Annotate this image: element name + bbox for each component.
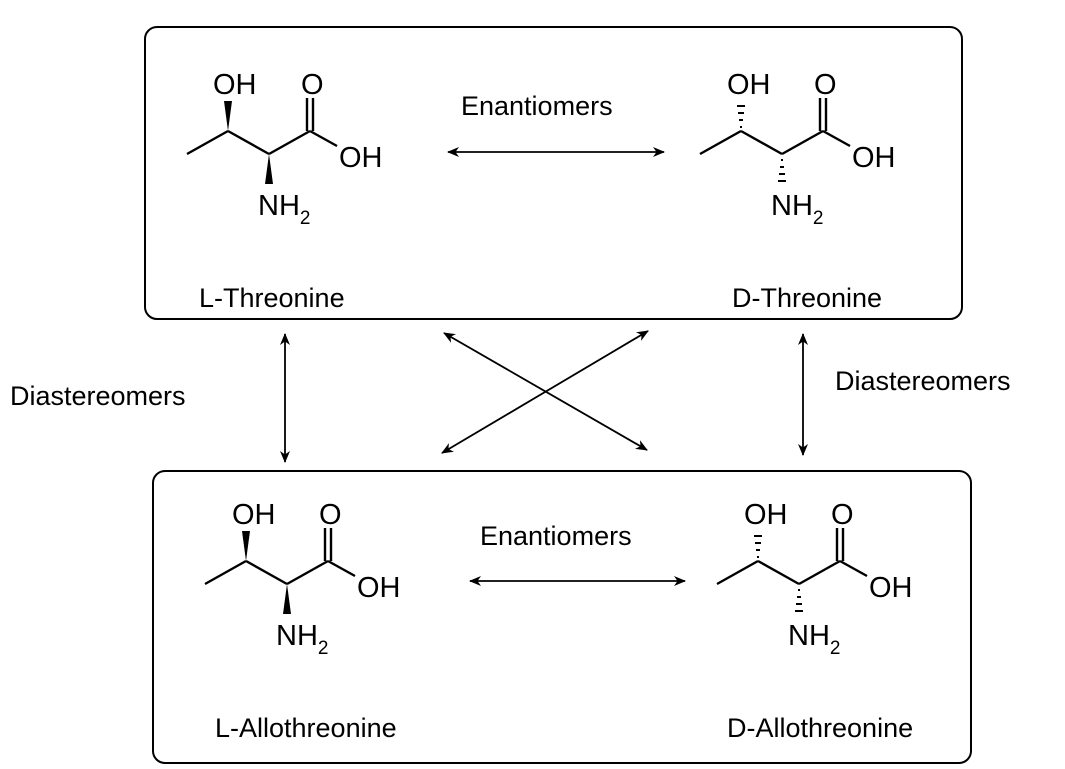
hash-bond-nh2 [778, 159, 786, 182]
amine-label: NH2 [788, 620, 840, 659]
molecule-d-threonine: OH O OH NH2 D-Threonine [699, 69, 896, 313]
molecule-name-d-allothreonine: D-Allothreonine [727, 713, 913, 743]
amine-label: NH2 [771, 190, 823, 229]
acid-oh-label: OH [852, 142, 896, 174]
molecule-name-d-threonine: D-Threonine [732, 283, 882, 313]
hydroxyl-label: OH [727, 69, 771, 101]
carbonyl-o-label: O [319, 499, 342, 531]
molecule-name-l-threonine: L-Threonine [199, 283, 345, 313]
bottom-pair-box [152, 470, 972, 764]
hash-bond-nh2 [795, 589, 803, 612]
amine-label: NH2 [258, 190, 310, 229]
molecule-d-allothreonine: OH O OH NH2 D-Allothreonine [716, 499, 913, 743]
hash-bond-oh [737, 105, 745, 128]
molecule-l-threonine: OH O OH NH2 L-Threonine [186, 69, 383, 313]
wedge-bond-oh [242, 531, 250, 561]
hydroxyl-label: OH [232, 499, 276, 531]
enantiomers-label-bottom: Enantiomers [480, 521, 632, 551]
wedge-bond-nh2 [265, 154, 273, 184]
hydroxyl-label: OH [213, 69, 257, 101]
hash-bond-oh [754, 535, 762, 558]
acid-oh-label: OH [869, 572, 913, 604]
amine-label: NH2 [276, 620, 328, 659]
molecule-l-allothreonine: OH O OH NH2 L-Allothreonine [204, 499, 401, 743]
hydroxyl-label: OH [744, 499, 788, 531]
diastereomers-label-right: Diastereomers [835, 366, 1011, 396]
acid-oh-label: OH [357, 572, 401, 604]
wedge-bond-nh2 [283, 584, 291, 614]
wedge-bond-oh [224, 101, 232, 131]
carbonyl-o-label: O [814, 69, 837, 101]
diastereomers-label-left: Diastereomers [10, 381, 186, 411]
enantiomers-label-top: Enantiomers [461, 91, 613, 121]
carbonyl-o-label: O [301, 69, 324, 101]
top-pair-box [144, 26, 963, 320]
molecule-name-l-allothreonine: L-Allothreonine [215, 713, 397, 743]
diastereomer-arrow-cross-2 [441, 330, 649, 454]
acid-oh-label: OH [339, 142, 383, 174]
carbonyl-o-label: O [831, 499, 854, 531]
